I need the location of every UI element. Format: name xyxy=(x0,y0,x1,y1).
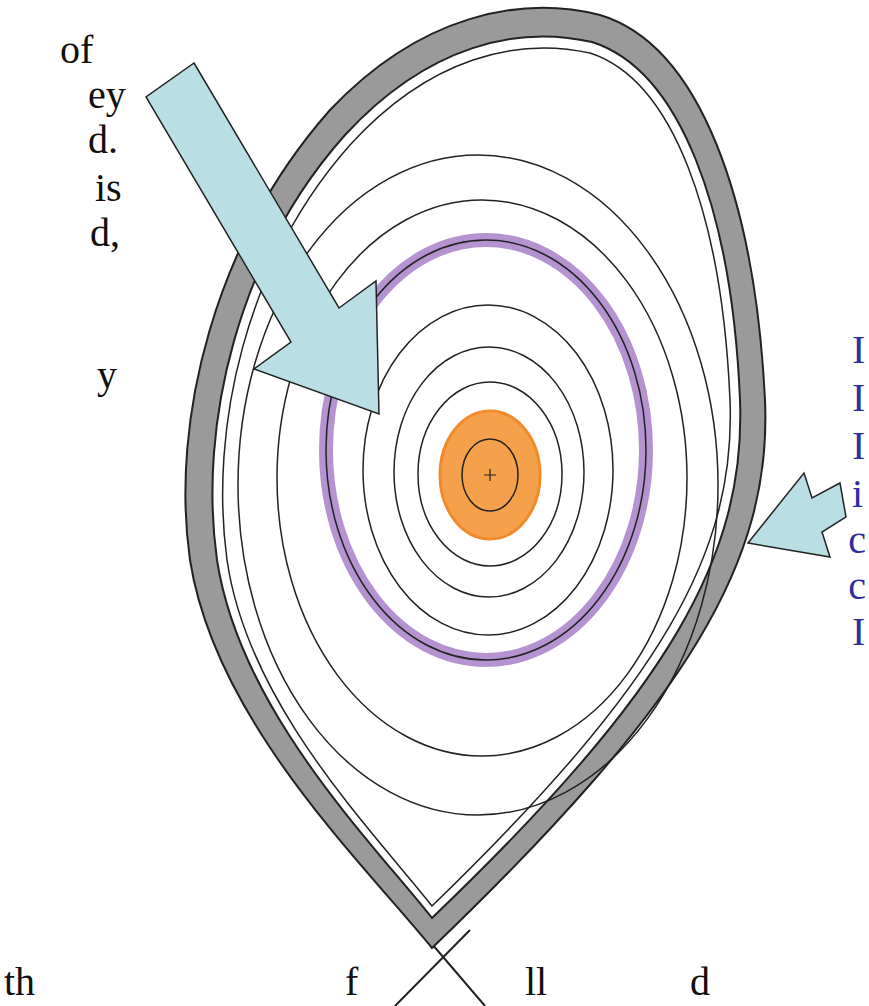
slide-text-fragment-blue: I xyxy=(852,612,865,652)
slide-text-fragment: d xyxy=(690,962,710,1002)
slide-text-fragment: ey xyxy=(88,75,126,115)
slide-text-fragment: ll xyxy=(525,962,547,1002)
slide-text-fragment: is xyxy=(95,168,122,208)
flux-surface xyxy=(363,305,613,635)
slide-text-fragment-blue: i xyxy=(852,474,863,514)
slide-text-fragment-blue: c xyxy=(848,520,866,560)
slide-text-fragment: f xyxy=(345,962,358,1002)
magnetic-axis xyxy=(484,469,496,481)
flux-surface xyxy=(418,382,562,566)
flux-surface xyxy=(394,347,584,597)
callout-arrow xyxy=(748,473,846,557)
slide-text-fragment: th xyxy=(4,962,35,1002)
slide-text-fragment: of xyxy=(60,30,93,70)
separatrix xyxy=(223,48,731,906)
slide-text-fragment: d, xyxy=(90,213,120,253)
slide-text-fragment: y xyxy=(97,355,117,395)
first-wall xyxy=(212,36,740,918)
flux-surface xyxy=(238,155,718,815)
slide-text-fragment-blue: I xyxy=(852,330,865,370)
flux-surface xyxy=(277,200,687,756)
slide-text-fragment-blue: I xyxy=(852,378,865,418)
slide-text-fragment-blue: c xyxy=(848,566,866,606)
flux-surface xyxy=(462,439,518,511)
callout-arrow xyxy=(146,63,379,414)
slide-text-fragment: d. xyxy=(88,120,118,160)
slide-text-fragment-blue: I xyxy=(852,426,865,466)
orange-core xyxy=(440,411,540,539)
vessel-wall xyxy=(185,8,765,948)
